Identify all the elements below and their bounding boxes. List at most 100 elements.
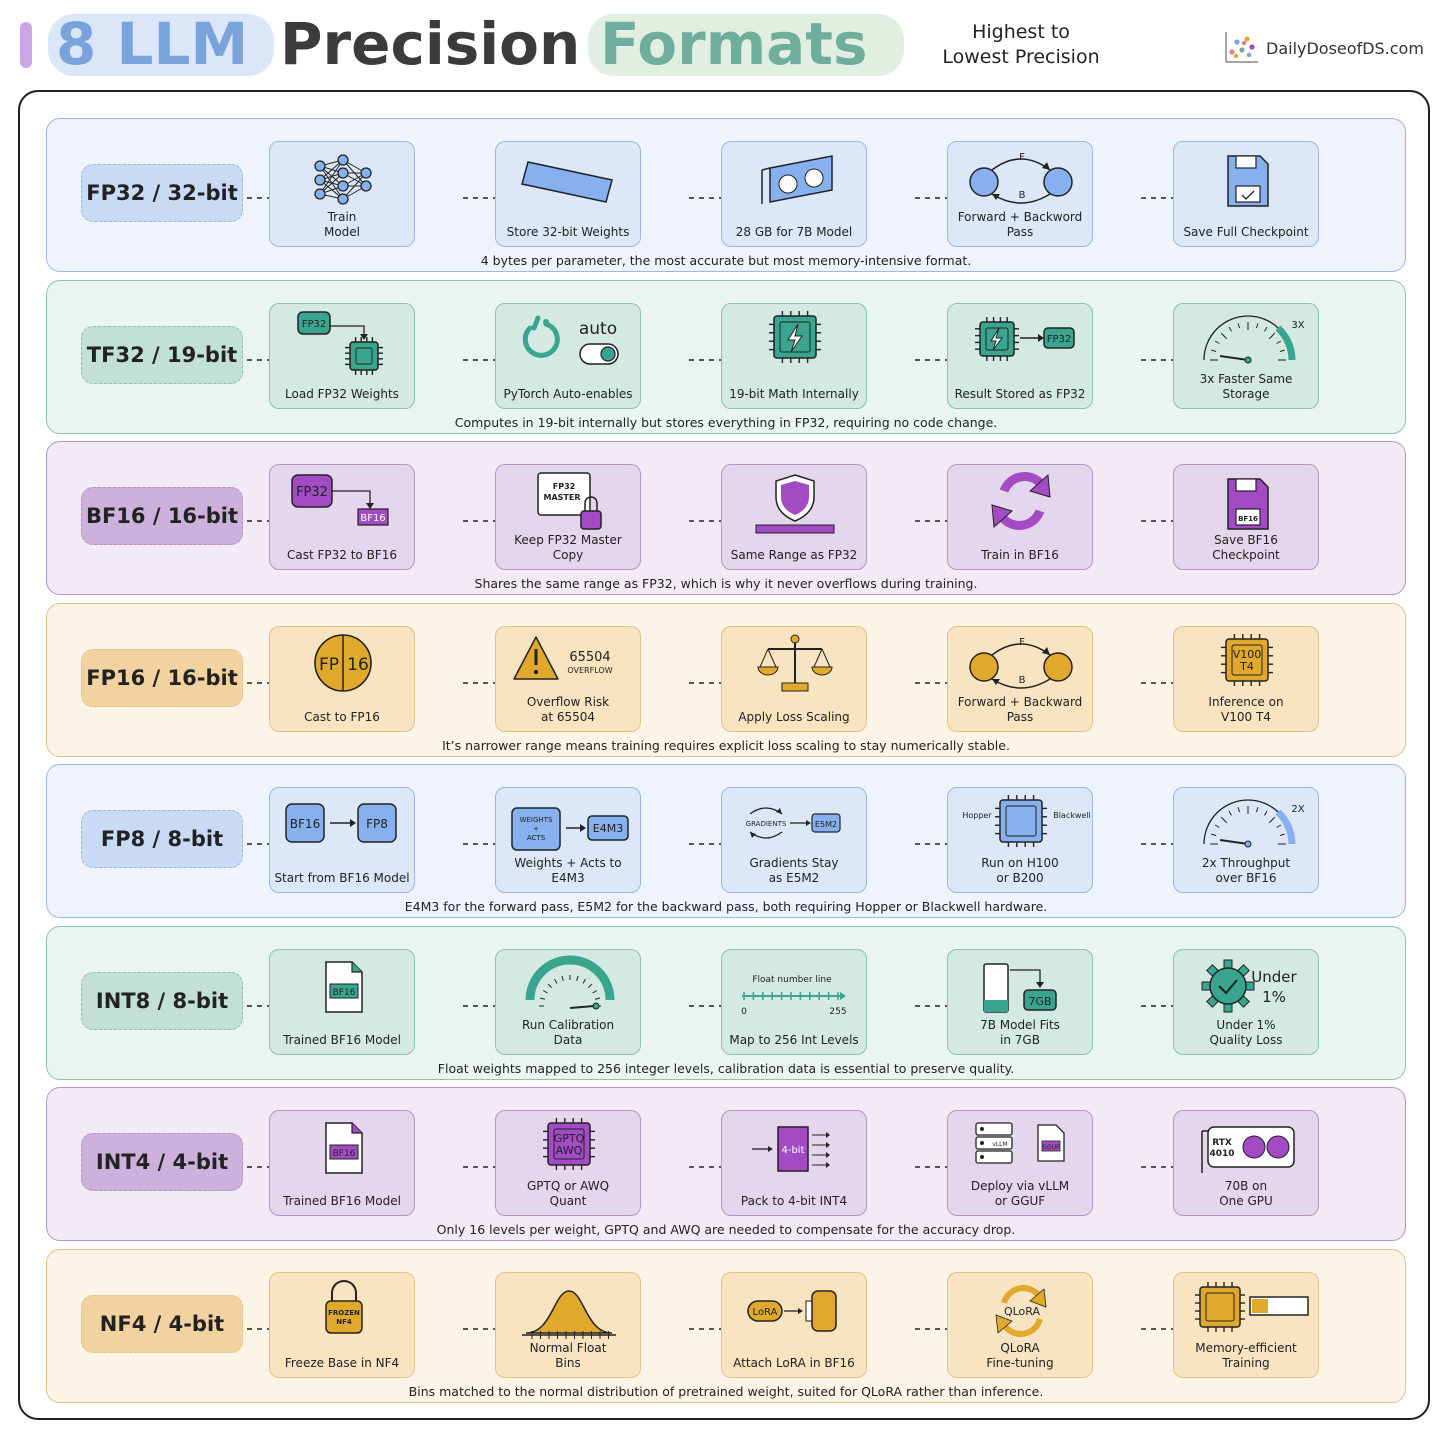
step-label-line: 70B on xyxy=(1224,1179,1268,1193)
svg-text:1%: 1% xyxy=(1262,988,1286,1006)
svg-text:MASTER: MASTER xyxy=(544,493,581,502)
step-label-line: Model xyxy=(323,225,361,239)
step-card: Apply Loss Scaling xyxy=(721,625,867,732)
svg-text:B: B xyxy=(1019,675,1026,686)
speedometer-icon: 3X xyxy=(1203,314,1305,363)
balance-scale-icon xyxy=(757,634,833,691)
step-label-line: Attach LoRA in BF16 xyxy=(733,1355,855,1370)
step-label-line: Map to 256 Int Levels xyxy=(729,1032,859,1047)
svg-text:BF16: BF16 xyxy=(1238,515,1258,523)
svg-text:T4: T4 xyxy=(1239,660,1254,673)
gauge-icon xyxy=(525,955,615,1009)
step-label-line: PyTorch Auto-enables xyxy=(503,386,633,401)
step-label: Map to 256 Int Levels xyxy=(724,1033,864,1048)
pack-icon: 4-bit xyxy=(752,1126,830,1172)
step-label-line: V100 T4 xyxy=(1221,709,1271,724)
floppy-disk-icon: BF16 xyxy=(1227,478,1269,530)
svg-text:+: + xyxy=(533,825,539,833)
step-label-line: Bins xyxy=(555,1355,581,1370)
svg-text:255: 255 xyxy=(829,1007,846,1017)
chip-icon xyxy=(769,310,821,363)
step-label-line: Store 32-bit Weights xyxy=(506,225,630,239)
svg-text:Float number line: Float number line xyxy=(752,975,832,985)
file-icon: BF16 xyxy=(325,1122,363,1174)
step-label-line: Freeze Base in NF4 xyxy=(284,1355,400,1370)
row-description: Computes in 19-bit internally but stores… xyxy=(454,414,998,430)
svg-text:ACTS: ACTS xyxy=(527,834,546,842)
precision-order-line-1: Highest to xyxy=(972,21,1070,43)
title-part-3: Formats xyxy=(600,10,868,78)
refresh-cycle-icon xyxy=(991,472,1051,530)
step-card: Same Range as FP32 xyxy=(721,464,867,570)
step-label-line: Forward + Backword xyxy=(957,210,1083,224)
pytorch-toggle-icon: auto xyxy=(522,315,619,365)
step-label-line: or GGUF xyxy=(994,1194,1046,1208)
step-label-line: One GPU xyxy=(1219,1194,1273,1208)
step-label-line: Deploy via vLLM xyxy=(970,1179,1070,1193)
weights-bar-icon xyxy=(521,161,613,203)
svg-text:0: 0 xyxy=(741,1007,747,1017)
title-highlight-green xyxy=(588,14,904,76)
format-label-int4: INT4 / 4-bit xyxy=(81,1133,243,1191)
number-line-icon: Float number line 0 255 xyxy=(741,975,846,1017)
svg-text:E4M3: E4M3 xyxy=(593,822,623,835)
step-label-line: Apply Loss Scaling xyxy=(738,709,850,724)
svg-text:4010: 4010 xyxy=(1209,1149,1234,1159)
precision-order-note: Highest to Lowest Precision xyxy=(926,20,1116,70)
page-header: 8 LLM Precision Formats Highest to Lowes… xyxy=(0,0,1456,86)
load-weights-icon: FP32 xyxy=(297,310,383,375)
svg-text:E5M2: E5M2 xyxy=(815,820,837,829)
format-label-tf32: TF32 / 19-bit xyxy=(81,325,243,384)
step-label-line: Storage xyxy=(1222,386,1270,401)
step-label-line: Start from BF16 Model xyxy=(274,871,410,885)
step-label-line: at 65504 xyxy=(540,709,596,724)
title-part-1: 8 LLM xyxy=(56,10,249,78)
brand[interactable]: DailyDoseofDS.com xyxy=(1222,30,1432,66)
diagram-frame xyxy=(18,90,1430,1420)
step-card: Train in BF16 xyxy=(947,464,1093,570)
step-label-line: 3x Faster Same xyxy=(1199,371,1293,386)
step-label-line: as E5M2 xyxy=(768,871,820,885)
svg-text:FP: FP xyxy=(319,655,339,675)
svg-text:V100: V100 xyxy=(1233,648,1262,661)
svg-text:NF4: NF4 xyxy=(336,1318,352,1326)
step-card: Save Full Checkpoint xyxy=(1173,141,1319,247)
step-label: Same Range as FP32 xyxy=(724,548,864,563)
row-description: Bins matched to the normal distribution … xyxy=(408,1383,1044,1399)
file-icon: BF16 xyxy=(325,960,363,1013)
